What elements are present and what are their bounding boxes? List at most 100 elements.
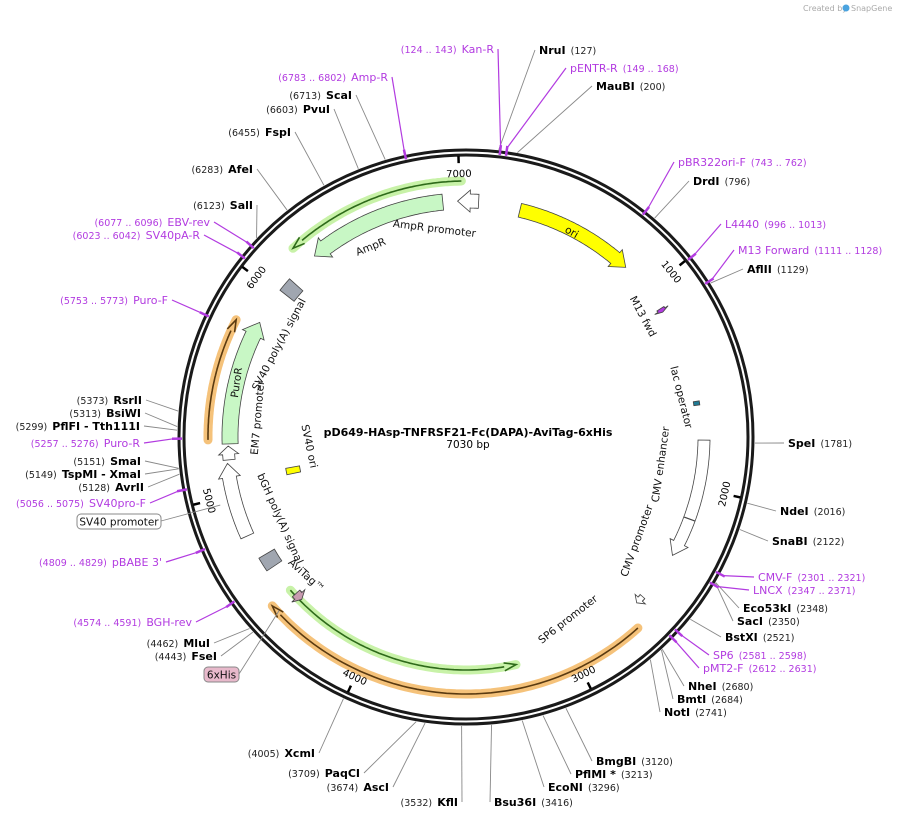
primer-label[interactable]: M13 Forward (1111 .. 1128) xyxy=(738,239,882,258)
enzyme-label[interactable]: (4462) MluI xyxy=(147,632,210,651)
enzyme-label[interactable]: PflMI * (3213) xyxy=(575,763,653,782)
primer-label[interactable]: (5257 .. 5276) Puro-R xyxy=(31,432,141,451)
enzyme-label[interactable]: NdeI (2016) xyxy=(780,500,845,519)
primer-label[interactable]: (124 .. 143) Kan-R xyxy=(401,38,495,57)
primer-pbr322ori-f[interactable]: pBR322ori-F (743 .. 762) xyxy=(678,151,807,170)
primer-sv40pro-f[interactable]: (5056 .. 5075) SV40pro-F xyxy=(16,492,146,511)
callout-sv40-promoter[interactable]: SV40 promoter xyxy=(76,513,162,530)
enzyme-label[interactable]: NruI (127) xyxy=(539,39,596,58)
primer-label[interactable]: (6077 .. 6096) EBV-rev xyxy=(94,211,210,230)
primer-puro-r[interactable]: (5257 .. 5276) Puro-R xyxy=(31,432,141,451)
enzyme-site-ndei[interactable]: NdeI (2016) xyxy=(780,500,845,519)
enzyme-label[interactable]: NheI (2680) xyxy=(688,675,753,694)
primer-label[interactable]: (4809 .. 4829) pBABE 3' xyxy=(39,551,162,570)
enzyme-site-sali[interactable]: (6123) SalI xyxy=(193,194,253,213)
primer-ebv-rev[interactable]: (6077 .. 6096) EBV-rev xyxy=(94,211,210,230)
enzyme-label[interactable]: (5299) PflFI - Tth111I xyxy=(16,415,140,434)
feature-bgh-poly-a-signal[interactable]: bGH poly(A) signal xyxy=(254,472,305,572)
enzyme-site-pflfi-tth111i[interactable]: (5299) PflFI - Tth111I xyxy=(16,415,140,434)
enzyme-label[interactable]: DrdI (796) xyxy=(693,170,750,189)
enzyme-label[interactable]: BstXI (2521) xyxy=(725,626,794,645)
enzyme-site-nrui[interactable]: NruI (127) xyxy=(539,39,596,58)
feature-sv40-promoter[interactable] xyxy=(217,462,255,540)
enzyme-label[interactable]: (6603) PvuI xyxy=(266,98,330,117)
primer-label[interactable]: pMT2-F (2612 .. 2631) xyxy=(703,657,816,676)
primer-bgh-rev[interactable]: (4574 .. 4591) BGH-rev xyxy=(73,611,192,630)
enzyme-site-nhei[interactable]: NheI (2680) xyxy=(688,675,753,694)
primer-sv40pa-r[interactable]: (6023 .. 6042) SV40pA-R xyxy=(73,224,201,243)
feature-puror[interactable]: PuroR xyxy=(221,321,265,445)
enzyme-label[interactable]: Bsu36I (3416) xyxy=(494,791,573,810)
enzyme-site-fsei[interactable]: (4443) FseI xyxy=(155,645,217,664)
enzyme-site-tspmi-xmai[interactable]: (5149) TspMI - XmaI xyxy=(25,463,141,482)
enzyme-site-econi[interactable]: EcoNI (3296) xyxy=(548,776,620,795)
enzyme-label[interactable]: (5151) SmaI xyxy=(73,450,141,469)
enzyme-label[interactable]: SnaBI (2122) xyxy=(772,530,844,549)
feature-m13-fwd[interactable]: M13 fwd xyxy=(627,294,669,339)
enzyme-label[interactable]: (4443) FseI xyxy=(155,645,217,664)
enzyme-site-fspi[interactable]: (6455) FspI xyxy=(228,121,291,140)
primer-pentr-r[interactable]: pENTR-R (149 .. 168) xyxy=(570,57,679,76)
primer-l4440[interactable]: L4440 (996 .. 1013) xyxy=(725,213,826,232)
primer-label[interactable]: LNCX (2347 .. 2371) xyxy=(753,579,856,598)
primer-label[interactable]: CMV-F (2301 .. 2321) xyxy=(758,566,865,585)
enzyme-site-bmgbi[interactable]: BmgBI (3120) xyxy=(596,750,673,769)
enzyme-site-bsu36i[interactable]: Bsu36I (3416) xyxy=(494,791,573,810)
primer-lncx[interactable]: LNCX (2347 .. 2371) xyxy=(753,579,856,598)
enzyme-label[interactable]: SpeI (1781) xyxy=(788,432,852,451)
primer-pmt2-f[interactable]: pMT2-F (2612 .. 2631) xyxy=(703,657,816,676)
primer-label[interactable]: (6023 .. 6042) SV40pA-R xyxy=(73,224,201,243)
feature-ori[interactable]: ori xyxy=(517,203,627,268)
feature-cmv-promoter[interactable]: CMV promoter xyxy=(619,503,696,579)
enzyme-site-bstxi[interactable]: BstXI (2521) xyxy=(725,626,794,645)
enzyme-site-rsrii[interactable]: (5373) RsrII xyxy=(77,389,142,408)
enzyme-site-xcmi[interactable]: (4005) XcmI xyxy=(248,742,315,761)
enzyme-site-scai[interactable]: (6713) ScaI xyxy=(289,84,352,103)
enzyme-label[interactable]: (6123) SalI xyxy=(193,194,253,213)
primer-sp6[interactable]: SP6 (2581 .. 2598) xyxy=(713,644,807,663)
primer-label[interactable]: L4440 (996 .. 1013) xyxy=(725,213,826,232)
enzyme-label[interactable]: (3674) AscI xyxy=(327,776,389,795)
primer-label[interactable]: pENTR-R (149 .. 168) xyxy=(570,57,679,76)
enzyme-site-drdi[interactable]: DrdI (796) xyxy=(693,170,750,189)
primer-cmv-f[interactable]: CMV-F (2301 .. 2321) xyxy=(758,566,865,585)
enzyme-label[interactable]: (5149) TspMI - XmaI xyxy=(25,463,141,482)
enzyme-site-paqci[interactable]: (3709) PaqCI xyxy=(288,762,360,781)
enzyme-label[interactable]: (6713) ScaI xyxy=(289,84,352,103)
feature-sv40-ori[interactable]: SV40 ori xyxy=(285,424,320,476)
feature-highlight-17[interactable] xyxy=(288,176,466,253)
enzyme-label[interactable]: BmtI (2684) xyxy=(677,688,743,707)
enzyme-label[interactable]: (4005) XcmI xyxy=(248,742,315,761)
enzyme-site-pflmi[interactable]: PflMI * (3213) xyxy=(575,763,653,782)
enzyme-label[interactable]: SacI (2350) xyxy=(737,610,800,629)
enzyme-label[interactable]: (5373) RsrII xyxy=(77,389,142,408)
primer-m13-forward[interactable]: M13 Forward (1111 .. 1128) xyxy=(738,239,882,258)
feature-highlight-6[interactable] xyxy=(267,601,643,699)
enzyme-site-saci[interactable]: SacI (2350) xyxy=(737,610,800,629)
primer-label[interactable]: (5753 .. 5773) Puro-F xyxy=(60,289,168,308)
enzyme-label[interactable]: (6455) FspI xyxy=(228,121,291,140)
enzyme-label[interactable]: BmgBI (3120) xyxy=(596,750,673,769)
primer-label[interactable]: (4574 .. 4591) BGH-rev xyxy=(73,611,192,630)
enzyme-label[interactable]: MauBI (200) xyxy=(596,75,665,94)
primer-label[interactable]: SP6 (2581 .. 2598) xyxy=(713,644,807,663)
primer-label[interactable]: (6783 .. 6802) Amp-R xyxy=(278,66,388,85)
enzyme-label[interactable]: (5313) BsiWI xyxy=(69,402,141,421)
enzyme-site-noti[interactable]: NotI (2741) xyxy=(664,701,727,720)
enzyme-label[interactable]: Eco53kI (2348) xyxy=(743,597,828,616)
primer-label[interactable]: pBR322ori-F (743 .. 762) xyxy=(678,151,807,170)
enzyme-site-mlui[interactable]: (4462) MluI xyxy=(147,632,210,651)
enzyme-label[interactable]: EcoNI (3296) xyxy=(548,776,620,795)
feature-highlight-7[interactable] xyxy=(285,585,521,675)
enzyme-site-kfli[interactable]: (3532) KflI xyxy=(401,791,458,810)
enzyme-label[interactable]: (6283) AfeI xyxy=(191,158,253,177)
feature-highlight-14[interactable] xyxy=(203,315,241,445)
enzyme-site-avrii[interactable]: (5128) AvrII xyxy=(78,476,144,495)
enzyme-site-maubi[interactable]: MauBI (200) xyxy=(596,75,665,94)
enzyme-label[interactable]: AflII (1129) xyxy=(747,258,809,277)
enzyme-site-spei[interactable]: SpeI (1781) xyxy=(788,432,852,451)
enzyme-site-eco53ki[interactable]: Eco53kI (2348) xyxy=(743,597,828,616)
feature-lac-operator[interactable]: lac operator xyxy=(667,365,701,430)
enzyme-site-afei[interactable]: (6283) AfeI xyxy=(191,158,253,177)
enzyme-site-asci[interactable]: (3674) AscI xyxy=(327,776,389,795)
